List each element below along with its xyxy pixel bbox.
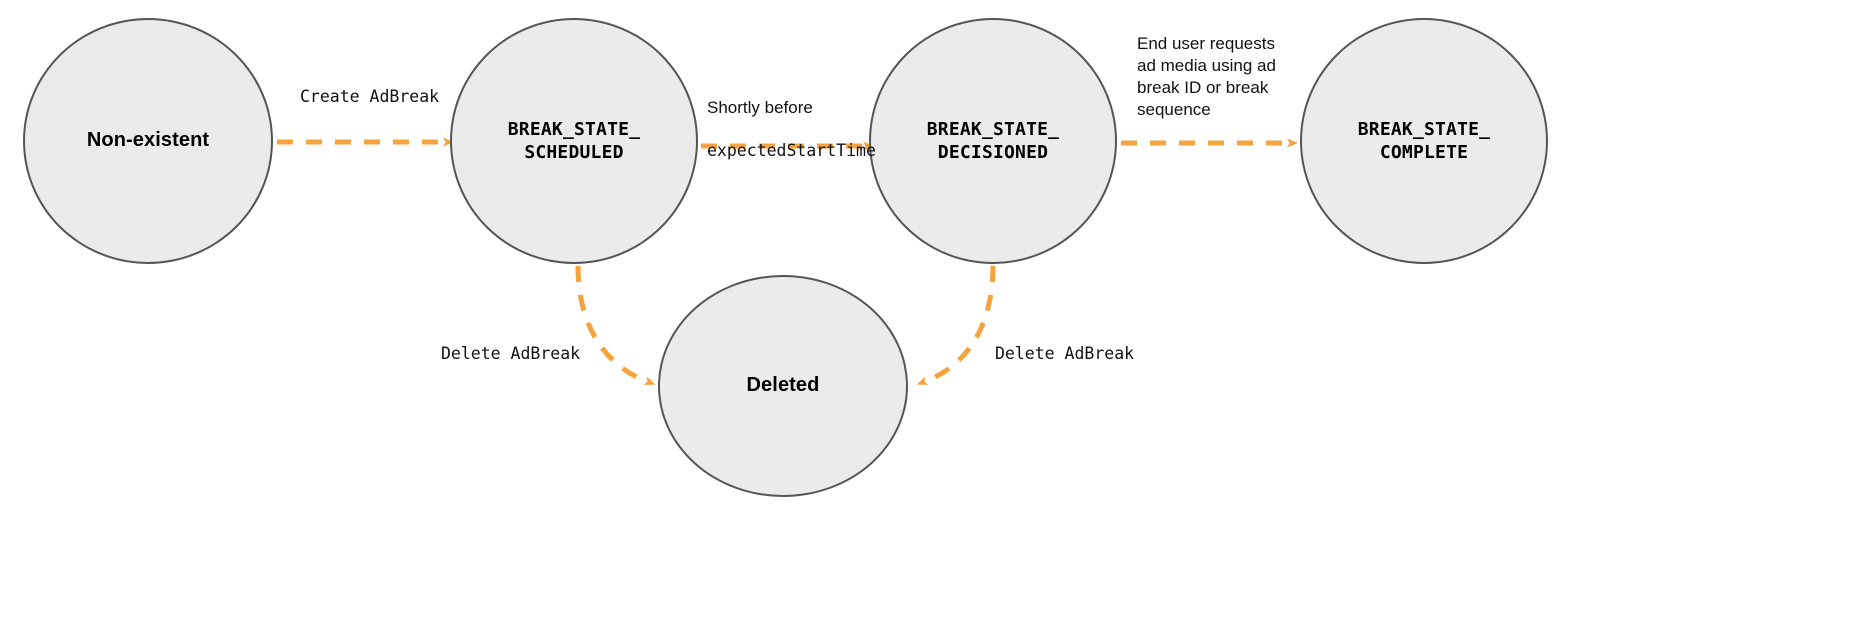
node-break-state-complete[interactable]: BREAK_STATE_ COMPLETE bbox=[1300, 18, 1548, 264]
edge-delete-adbreak-from-decisioned bbox=[916, 265, 996, 385]
node-label-non-existent: Non-existent bbox=[86, 129, 210, 152]
edge-delete-adbreak-from-scheduled bbox=[575, 265, 656, 385]
node-label-break-state-decisioned: BREAK_STATE_ DECISIONED bbox=[926, 118, 1060, 163]
edge-label-delete-adbreak-from-decisioned: Delete AdBreak bbox=[995, 344, 1135, 363]
edge-label-create-adbreak: Create AdBreak bbox=[300, 87, 440, 106]
node-non-existent[interactable]: Non-existent bbox=[23, 18, 273, 264]
node-break-state-scheduled[interactable]: BREAK_STATE_ SCHEDULED bbox=[450, 18, 698, 264]
edge-label-delete-adbreak-from-scheduled: Delete AdBreak bbox=[441, 344, 581, 363]
node-label-break-state-complete: BREAK_STATE_ COMPLETE bbox=[1357, 118, 1491, 163]
edge-label-end-user-requests-ad-media: End user requests ad media using ad brea… bbox=[1137, 34, 1276, 120]
node-label-deleted: Deleted bbox=[746, 374, 820, 397]
node-deleted[interactable]: Deleted bbox=[658, 275, 908, 497]
edge-label-line-1: Shortly before bbox=[707, 97, 813, 117]
node-break-state-decisioned[interactable]: BREAK_STATE_ DECISIONED bbox=[869, 18, 1117, 264]
edge-label-shortly-before-expected-start-time: Shortly before expectedStartTime bbox=[707, 76, 876, 182]
edge-label-line-2: expectedStartTime bbox=[707, 140, 876, 160]
node-label-break-state-scheduled: BREAK_STATE_ SCHEDULED bbox=[507, 118, 641, 163]
